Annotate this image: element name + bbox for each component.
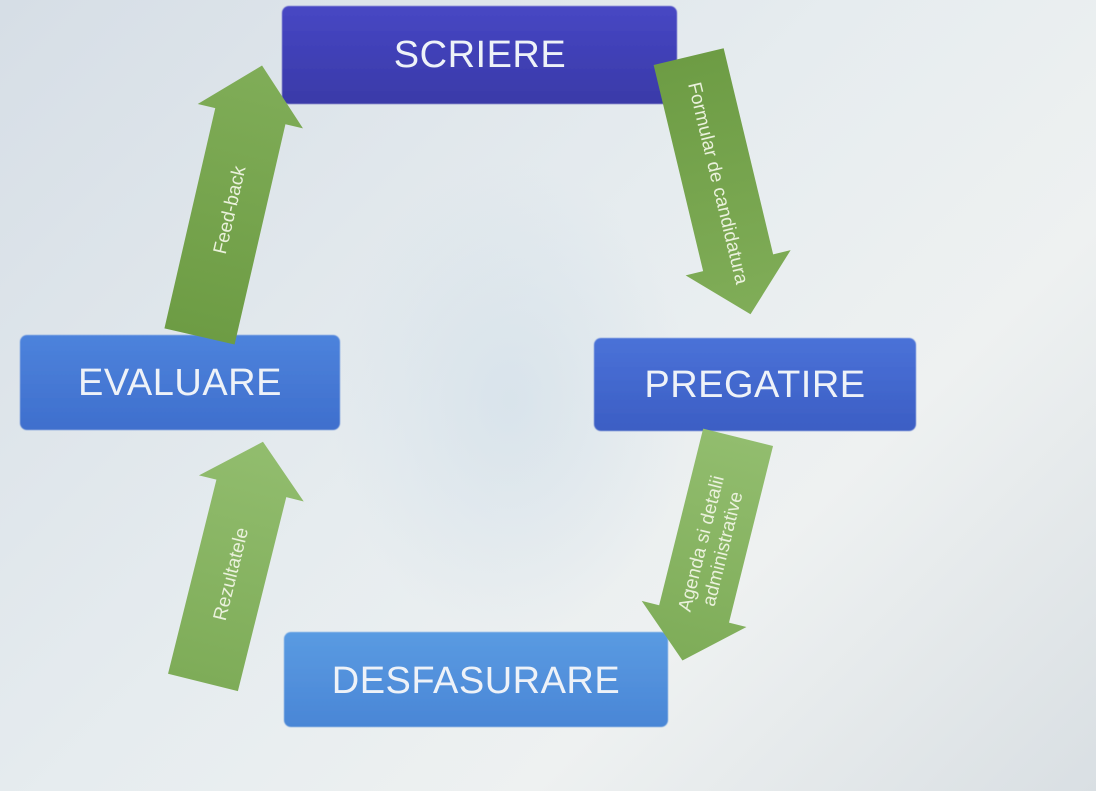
stage-evaluare-label: EVALUARE [78,362,282,404]
stage-scriere-box [282,6,677,104]
arrow-right-shape [653,48,791,315]
stage-pregatire-label: PREGATIRE [644,364,865,406]
stage-desfasurare: DESFASURARE [284,632,668,727]
stage-scriere: SCRIERE [282,6,677,104]
arrow-evaluare-to-scriere: Feed-back [164,65,303,345]
stage-pregatire-box [594,338,916,431]
arrow-down-right-shape [641,428,774,661]
stage-evaluare-box [20,335,340,430]
stage-scriere-label: SCRIERE [394,34,566,76]
stage-evaluare: EVALUARE [20,335,340,430]
arrow-up-left-shape [168,441,304,692]
stage-desfasurare-label: DESFASURARE [332,660,620,702]
stage-pregatire: PREGATIRE [594,338,916,431]
arrow-up-right-shape [164,65,303,345]
arrow-scriere-to-pregatire: Formular de candidatura [653,48,791,315]
arrow-desfasurare-to-evaluare: Rezultatele [168,441,304,692]
stage-desfasurare-box [284,632,668,727]
